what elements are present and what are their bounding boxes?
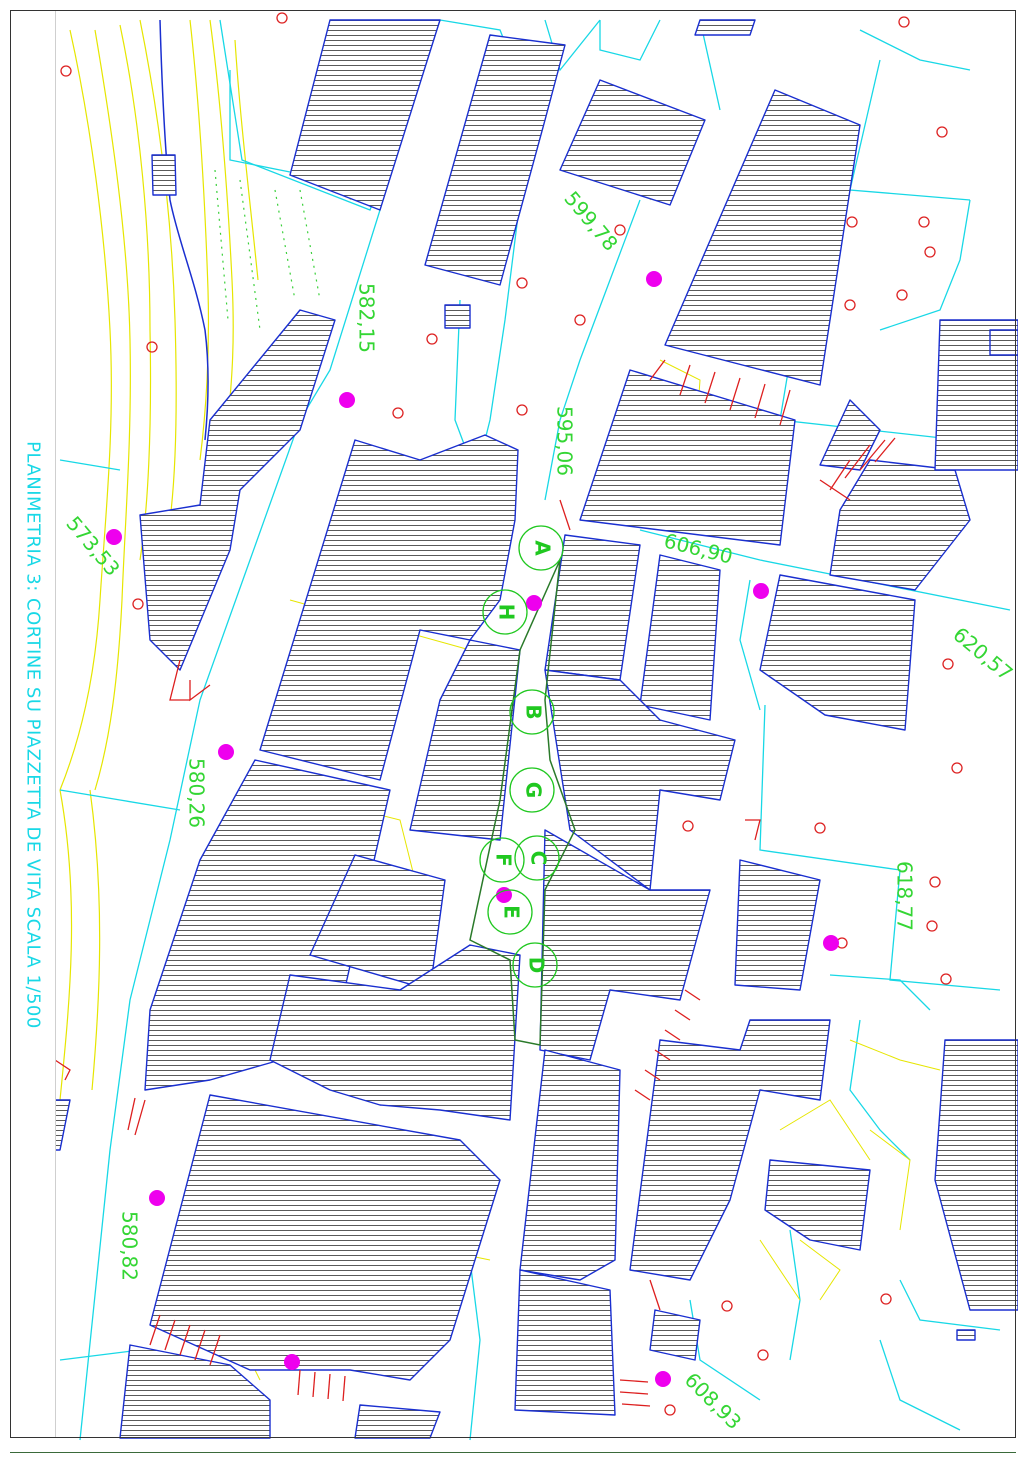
elevation-label: 580,26 <box>185 758 209 828</box>
facade-marker-e <box>487 889 533 935</box>
building-block <box>639 554 721 721</box>
building-block <box>664 89 861 386</box>
building-block <box>649 1309 701 1361</box>
building-block <box>734 859 821 991</box>
building-block <box>629 1019 831 1281</box>
elevation-point <box>496 887 512 903</box>
facade-label-g: G <box>522 782 546 798</box>
elevation-point <box>218 744 234 760</box>
facade-label-f: F <box>492 853 516 867</box>
bottom-rule <box>10 1452 1016 1453</box>
elevation-point <box>284 1354 300 1370</box>
piazzetta-outline <box>469 559 576 1046</box>
elevation-point <box>339 392 355 408</box>
elevation-label: 573,53 <box>61 512 124 581</box>
building-block <box>559 79 706 206</box>
facade-marker-d <box>512 942 558 988</box>
building-block <box>151 154 177 196</box>
elevation-label: 595,06 <box>553 406 577 476</box>
embankment-marks <box>214 169 321 331</box>
elevation-point <box>655 1371 671 1387</box>
building-block <box>259 434 519 781</box>
building-block <box>54 1099 71 1151</box>
elevation-label: 582,15 <box>355 283 379 353</box>
elevation-point <box>646 271 662 287</box>
contour-lines <box>59 19 259 1101</box>
facade-label-c: C <box>527 851 551 866</box>
elevation-label: 599,78 <box>559 187 622 256</box>
elevation-point <box>106 529 122 545</box>
elevation-label: 608,93 <box>680 1368 746 1434</box>
facade-label-a: A <box>531 540 555 556</box>
facade-label-h: H <box>495 604 519 621</box>
building-block <box>444 304 471 329</box>
building-block <box>544 669 736 891</box>
facade-label-e: E <box>500 905 524 919</box>
facade-marker-a <box>518 525 564 571</box>
map-title: PLANIMETRIA 3: CORTINE SU PIAZZETTA DE V… <box>22 441 44 1029</box>
building-block <box>139 309 336 671</box>
building-block <box>934 319 1018 471</box>
elevation-point <box>753 583 769 599</box>
stream-line <box>159 19 209 441</box>
building-block <box>149 1094 501 1381</box>
facade-label-b: B <box>522 704 546 719</box>
building-blocks <box>54 19 1018 1439</box>
elevation-label: 580,82 <box>118 1211 142 1281</box>
facade-marker-c <box>514 835 560 881</box>
building-block <box>694 19 756 36</box>
facade-marker-f <box>479 837 525 883</box>
red-point-markers <box>60 12 963 1416</box>
elevation-label: 618,77 <box>893 861 917 931</box>
building-block <box>579 369 796 546</box>
building-block <box>989 329 1018 356</box>
elevation-point <box>526 595 542 611</box>
elevation-point <box>149 1190 165 1206</box>
building-block <box>409 639 521 841</box>
building-block <box>514 1269 616 1416</box>
building-block <box>956 1329 976 1341</box>
building-block <box>289 19 441 211</box>
building-block <box>424 34 566 286</box>
elevation-label: 620,57 <box>948 622 1017 685</box>
building-block <box>934 1039 1018 1311</box>
facade-marker-g <box>509 767 555 813</box>
building-block <box>759 574 916 731</box>
facade-marker-b <box>509 689 555 735</box>
building-block <box>354 1404 441 1439</box>
title-strip <box>11 11 56 1437</box>
building-block <box>519 1049 621 1281</box>
facade-label-d: D <box>525 957 549 974</box>
facade-markers: A H B G C F E D <box>479 525 564 988</box>
elevation-point-markers <box>106 271 839 1387</box>
building-block <box>119 1344 271 1439</box>
building-block <box>544 534 641 681</box>
building-block <box>764 1159 871 1251</box>
facade-marker-h <box>482 589 528 635</box>
building-block <box>829 459 971 591</box>
stair-marks <box>54 359 896 1407</box>
elevation-point <box>823 935 839 951</box>
